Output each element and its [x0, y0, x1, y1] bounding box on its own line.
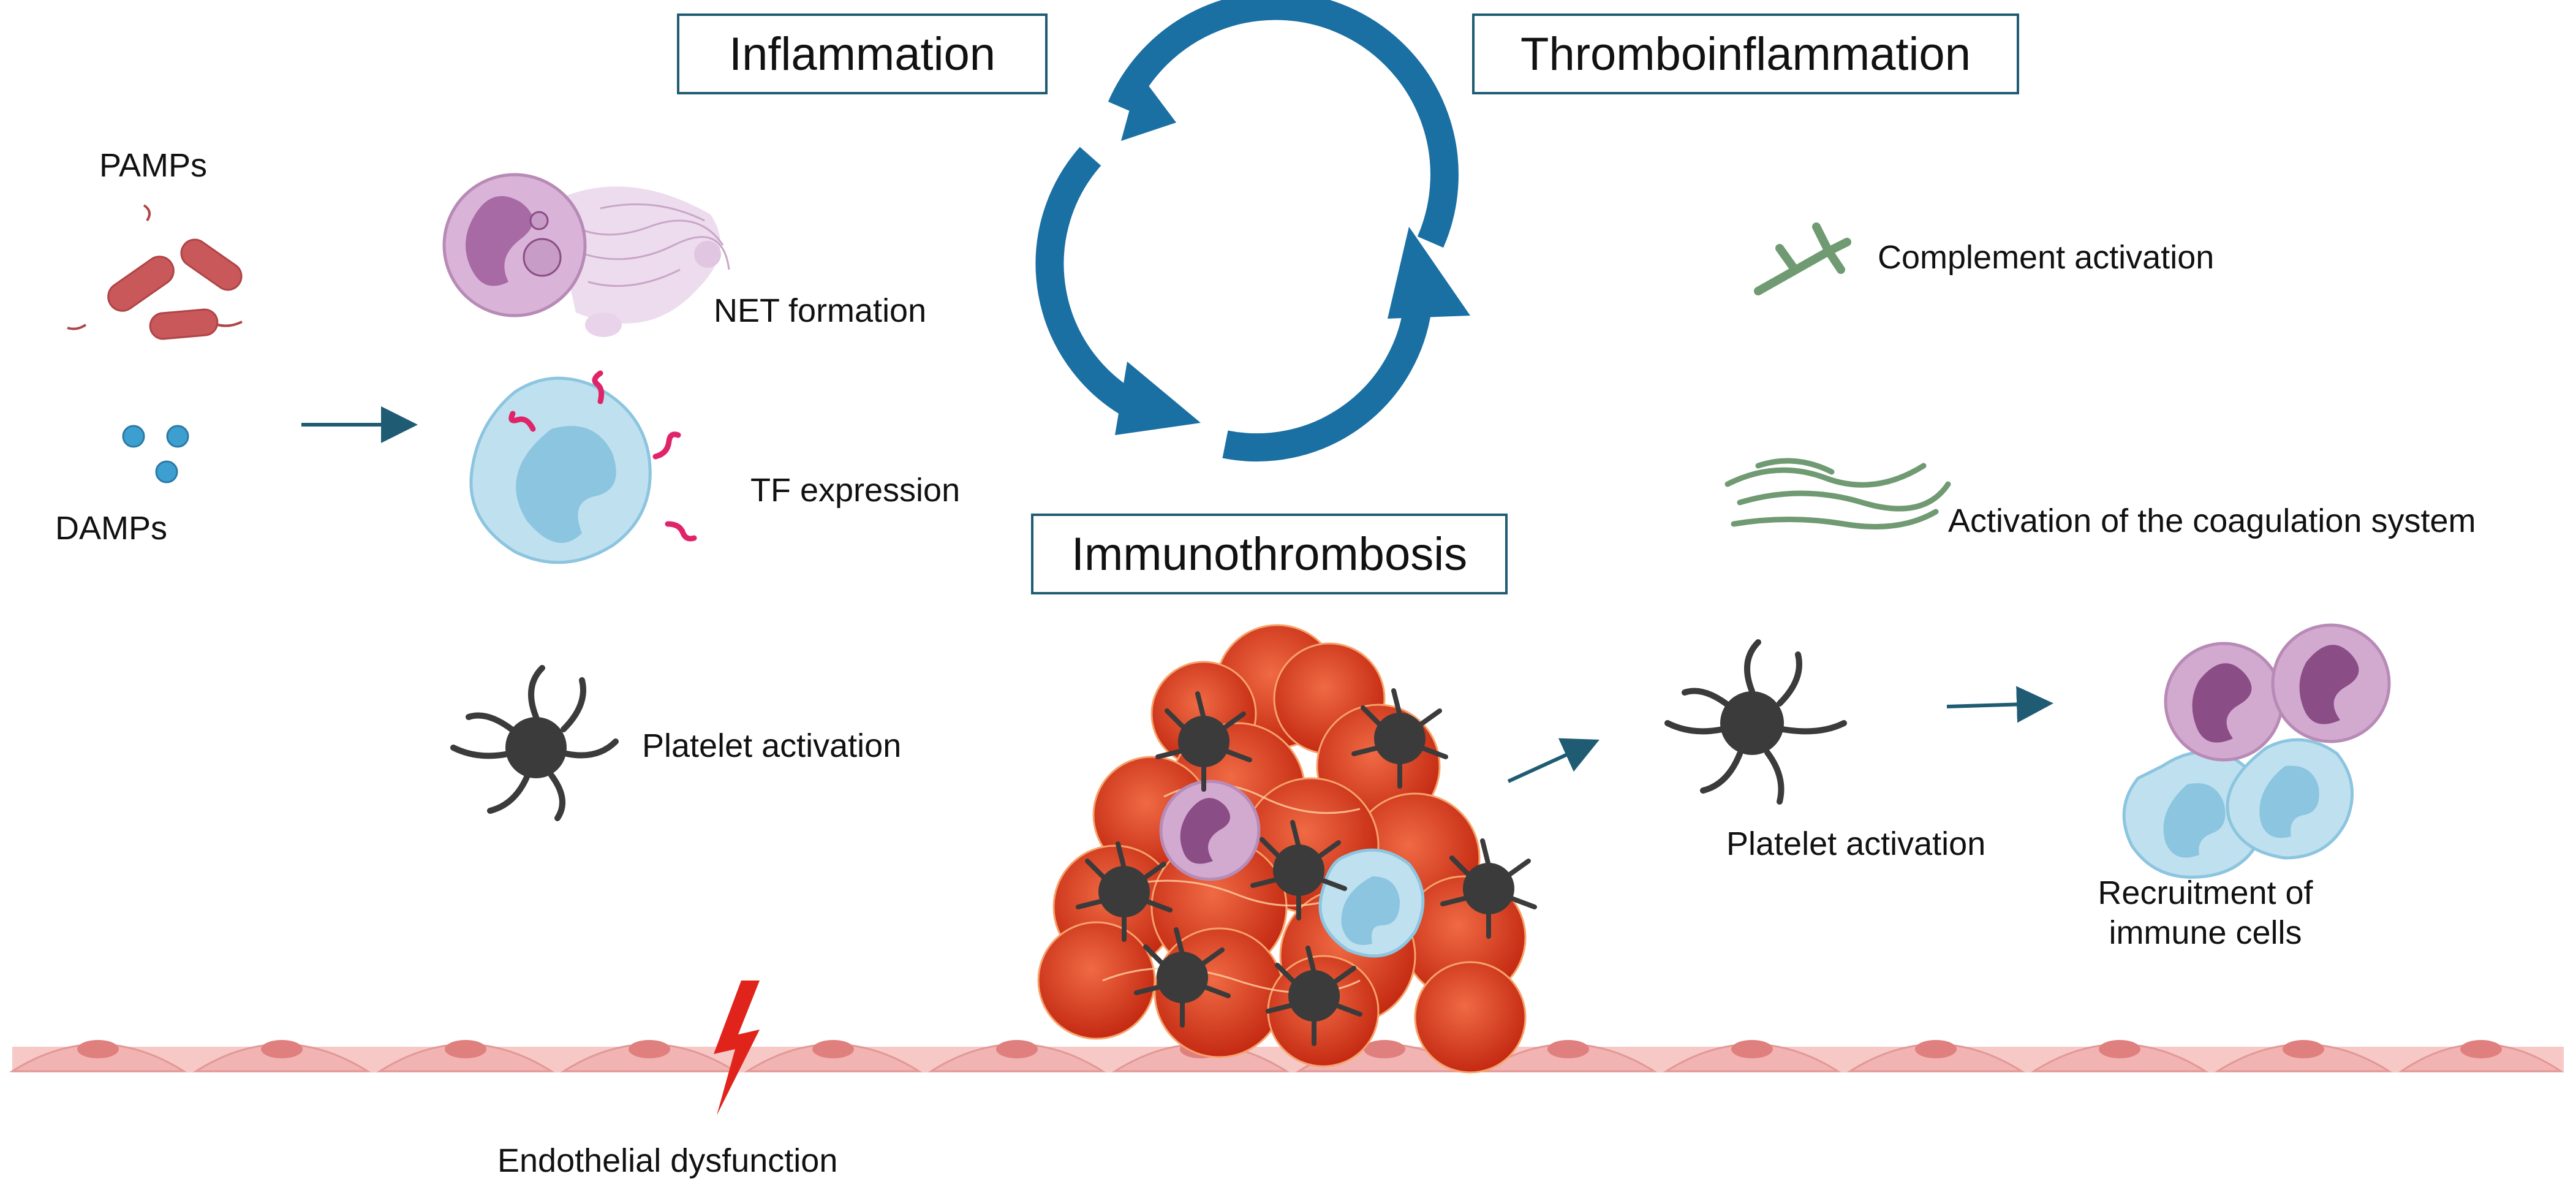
monocyte-tf-icon	[469, 370, 697, 564]
platelet-activation-left-label: Platelet activation	[642, 727, 902, 764]
immunothrombosis-title-box: Immunothrombosis	[1031, 514, 1508, 594]
endothelial-dysfunction-label: Endothelial dysfunction	[497, 1142, 838, 1179]
arrow-to-immune-cells	[1946, 686, 2053, 723]
inflammation-title-box: Inflammation	[677, 13, 1048, 94]
complement-icon	[1754, 222, 1851, 295]
platelet-icon-left	[450, 665, 619, 821]
platelet-icon-right	[1664, 639, 1847, 805]
tf-expression-label: TF expression	[750, 472, 961, 509]
complement-activation-label: Complement activation	[1878, 239, 2215, 276]
coagulation-activation-label: Activation of the coagulation system	[1948, 503, 2476, 539]
net-formation-label: NET formation	[714, 292, 927, 329]
bacteria-icon	[67, 204, 243, 340]
fibrin-icon	[1724, 458, 1951, 529]
immunothrombosis-title: Immunothrombosis	[1071, 528, 1468, 580]
recruitment-label-line1: Recruitment of	[2098, 874, 2313, 911]
damps-icon	[122, 425, 189, 484]
inflammation-title: Inflammation	[728, 28, 996, 80]
thromboinflammation-title: Thromboinflammation	[1520, 28, 1971, 80]
pamps-label: PAMPs	[99, 147, 208, 184]
damps-label: DAMPs	[55, 510, 168, 547]
recruitment-label: Recruitment of immune cells	[2015, 873, 2395, 953]
lightning-icon	[714, 981, 760, 1115]
immune-cells-icon	[2122, 623, 2391, 879]
thromboinflammation-title-box: Thromboinflammation	[1472, 13, 2019, 94]
recruitment-label-line2: immune cells	[2109, 914, 2302, 951]
arrow-to-platelet	[1507, 738, 1600, 783]
thrombus-icon	[1037, 624, 1537, 1074]
neutrophil-net-icon	[442, 173, 730, 337]
platelet-activation-right-label: Platelet activation	[1726, 825, 1986, 862]
cycle-arrows-icon	[1035, 0, 1459, 462]
